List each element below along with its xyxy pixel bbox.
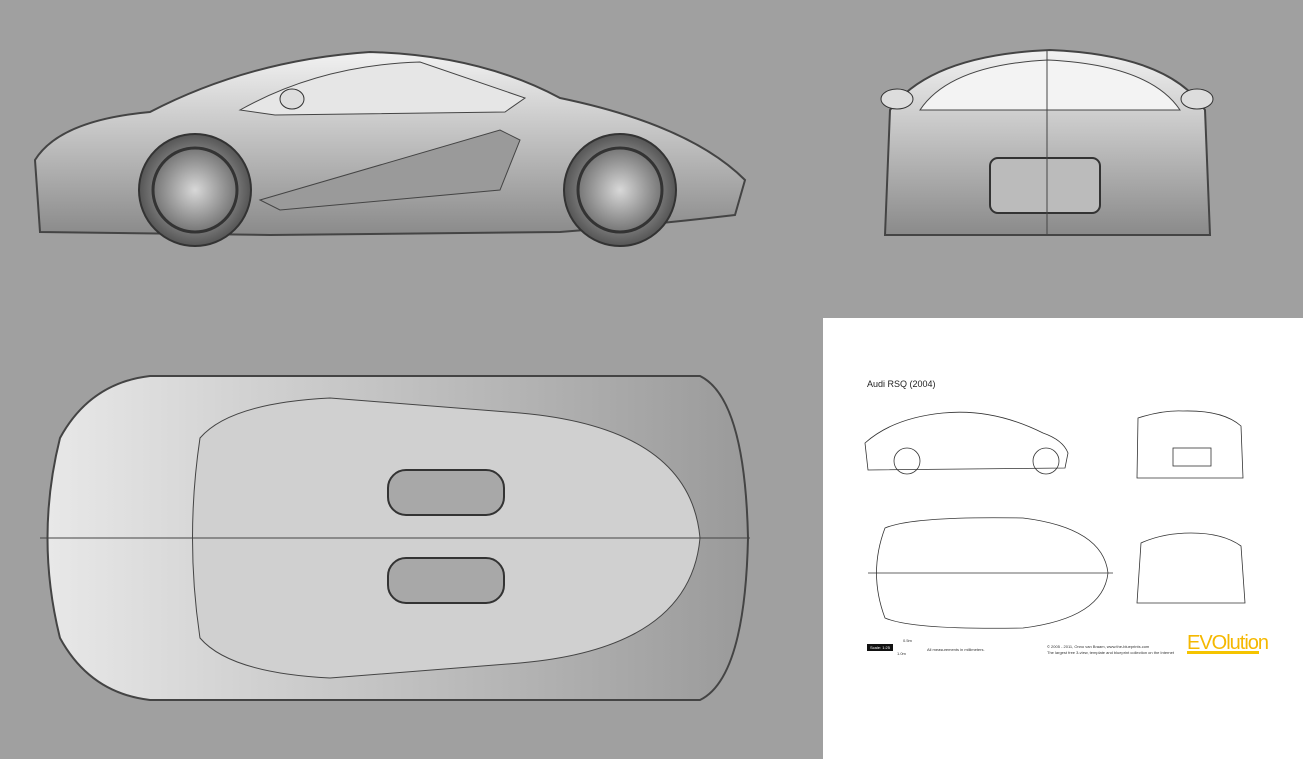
scale-bottom: 1.0m (897, 651, 906, 656)
measurements-note: All measurements in millimeters. (927, 647, 985, 652)
front-view-car (880, 48, 1214, 236)
evolution-logo: EVOlution (1187, 632, 1269, 654)
tagline: The largest free 3-view, template and bl… (1047, 650, 1174, 655)
copyright-block: © 2005 - 2011, Onno van Braam, www.the-b… (1047, 644, 1174, 656)
copyright: © 2005 - 2011, Onno van Braam, www.the-b… (1047, 644, 1150, 649)
viewport-side-front[interactable] (0, 0, 1303, 316)
blueprint-title: Audi RSQ (2004) (867, 379, 936, 389)
blueprint-drawings (864, 410, 1246, 629)
scale-top: 0.5m (903, 638, 912, 643)
scale-label: Scale: 1:25 (867, 644, 893, 651)
side-view-car (33, 50, 747, 247)
viewport-top[interactable] (0, 318, 822, 759)
logo-bar (1187, 651, 1259, 654)
reference-blueprint: Audi RSQ (2004) Scale: 1:25 0.5m 1.0m Al… (823, 318, 1303, 759)
top-view-car (40, 375, 750, 701)
car-side-and-front-model (33, 48, 1214, 247)
